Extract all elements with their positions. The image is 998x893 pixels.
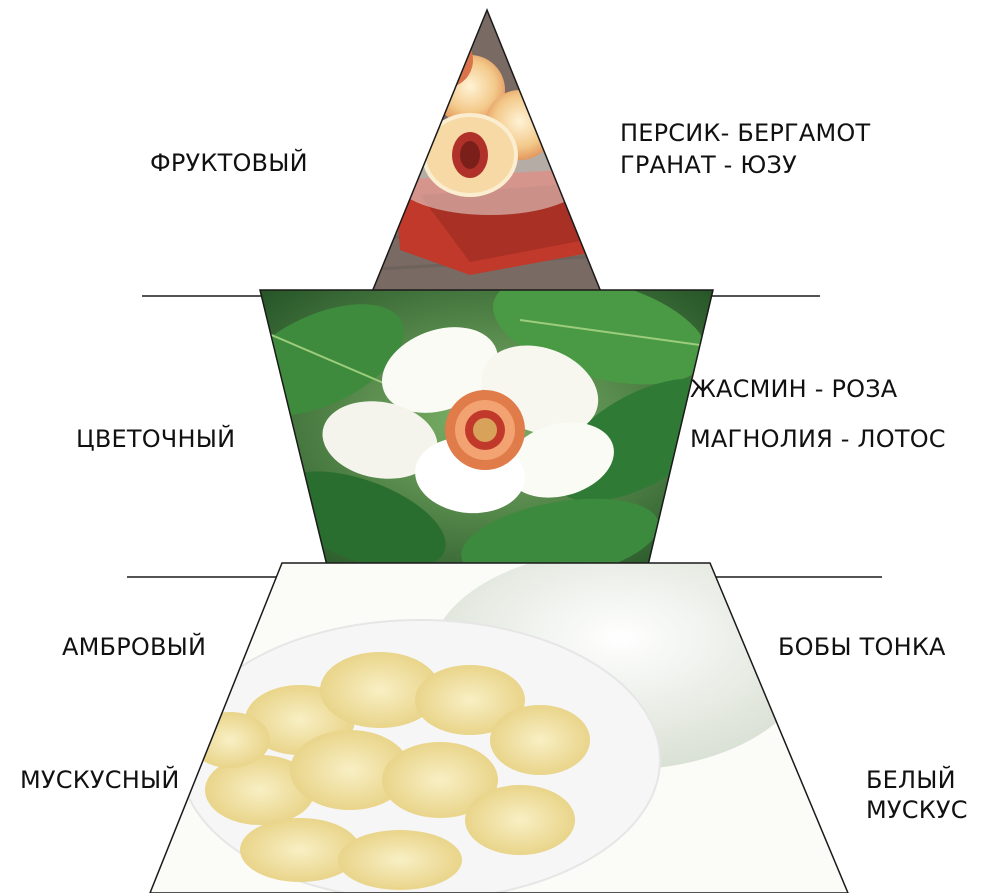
amber-resin-image: [140, 550, 860, 893]
top-family-label: ФРУКТОВЫЙ: [150, 148, 308, 178]
base-family-label-amber: АМБРОВЫЙ: [62, 632, 206, 662]
magnolia-flower-image: [219, 255, 744, 595]
base-family-label-musky: МУСКУСНЫЙ: [20, 765, 180, 795]
middle-notes-line-2: МАГНОЛИЯ - ЛОТОС: [690, 424, 946, 454]
base-note-tonka: БОБЫ ТОНКА: [778, 632, 946, 662]
base-note-white-musk: БЕЛЫЙ МУСКУС: [866, 765, 986, 825]
middle-notes-line-1: ЖАСМИН - РОЗА: [690, 374, 897, 404]
middle-family-label: ЦВЕТОЧНЫЙ: [76, 424, 235, 454]
top-notes-line-1: ПЕРСИК- БЕРГАМОТ: [620, 118, 870, 148]
top-notes-line-2: ГРАНАТ - ЮЗУ: [620, 150, 797, 180]
peach-image: [360, 0, 620, 300]
